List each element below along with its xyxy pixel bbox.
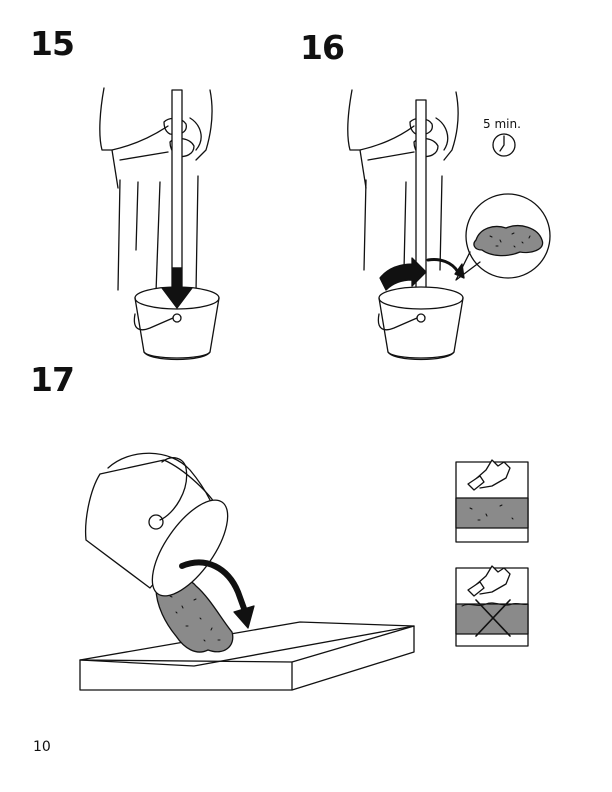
step15-stick-icon: [171, 89, 183, 269]
pour-arrow-icon: [179, 559, 255, 629]
push-down-arrow-icon: [161, 267, 193, 309]
concrete-magnifier-icon: [455, 193, 551, 281]
step16-bucket-icon: [377, 286, 464, 361]
tilted-bucket-icon: [84, 452, 229, 597]
timer-clock-icon: [492, 133, 516, 157]
page-number: 10: [33, 739, 51, 755]
timer-label: 5 min.: [483, 117, 521, 131]
step-number-17: 17: [30, 360, 75, 399]
stir-direction-arrow-icon: [379, 257, 465, 291]
step16-person-icon: [347, 89, 459, 271]
step-number-16: 16: [300, 28, 345, 67]
finger-test-correct-icon: [455, 459, 529, 543]
slab-board-icon: [79, 621, 415, 691]
poured-mix-icon: [155, 576, 234, 653]
finger-test-wrong-icon: [455, 565, 529, 647]
step15-person-icon: [99, 87, 213, 293]
step-number-15: 15: [30, 24, 75, 63]
